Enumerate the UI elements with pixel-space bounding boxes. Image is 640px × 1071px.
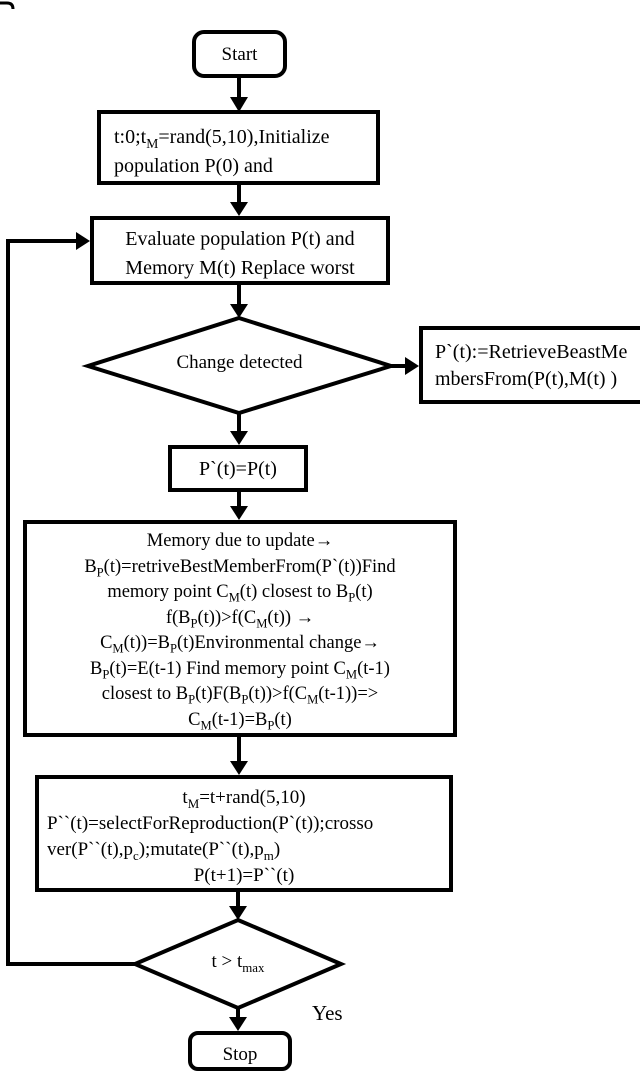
arrowhead-change-retrieve: [405, 357, 419, 375]
retrieve-line-2: mbersFrom(P(t),M(t) ): [435, 368, 618, 390]
arrowhead-reproduction-termination: [229, 906, 247, 920]
reproduction-line-3: ver(P``(t),pc);mutate(P``(t),pm): [47, 839, 281, 863]
arrowhead-start-init: [230, 97, 248, 112]
init-node: t:0;tM=rand(5,10),Initialize population …: [97, 110, 380, 185]
retrieve-line-1: P`(t):=RetrieveBeastMe: [435, 341, 628, 363]
memory-update-node: Memory due to update→ BP(t)=retriveBestM…: [23, 520, 457, 737]
cropped-corner-artifact: [0, 1, 15, 10]
assign-label: P`(t)=P(t): [199, 458, 277, 480]
retrieve-node: P`(t):=RetrieveBeastMe mbersFrom(P(t),M(…: [419, 326, 640, 404]
memory-line-1: Memory due to update→: [146, 531, 334, 551]
arrowhead-termination-stop: [229, 1017, 247, 1031]
evaluate-line-2: Memory M(t) Replace worst: [125, 257, 355, 279]
start-label: Start: [221, 44, 258, 65]
reproduction-line-2: P``(t)=selectForReproduction(P`(t));cros…: [47, 813, 374, 834]
arrowhead-memory-reproduction: [230, 761, 248, 775]
reproduction-node: tM=t+rand(5,10) P``(t)=selectForReproduc…: [35, 775, 453, 892]
memory-line-6: BP(t)=E(t-1) Find memory point CM(t-1): [90, 658, 390, 682]
arrowhead-assign-memory: [230, 506, 248, 520]
memory-line-8: CM(t-1)=BP(t): [188, 709, 292, 733]
arrowhead-init-evaluate: [230, 202, 248, 216]
init-line-1: t:0;tM=rand(5,10),Initialize: [114, 126, 330, 151]
loopback-line: [6, 239, 135, 966]
termination-decision-label: t > tmax: [211, 951, 265, 975]
memory-line-7: closest to BP(t)F(BP(t))>f(CM(t-1))=>: [101, 684, 379, 707]
reproduction-line-1: tM=t+rand(5,10): [182, 787, 306, 811]
start-node: Start: [192, 30, 287, 78]
yes-branch-label: Yes: [312, 1001, 343, 1025]
stop-label: Stop: [222, 1044, 258, 1065]
stop-node: Stop: [188, 1031, 292, 1071]
memory-line-3: memory point CM(t) closest to BP(t): [107, 582, 373, 605]
memory-line-4: f(BP(t))>f(CM(t)) →: [165, 607, 315, 631]
memory-line-2: BP(t)=retriveBestMemberFrom(P`(t))Find: [84, 556, 396, 580]
arrowhead-loopback-evaluate: [76, 232, 90, 250]
change-decision-label: Change detected: [176, 352, 303, 373]
memory-line-5: CM(t))=BP(t)Environmental change→: [100, 633, 380, 656]
init-line-2: population P(0) and: [114, 155, 273, 177]
reproduction-line-4: P(t+1)=P``(t): [193, 865, 295, 886]
evaluate-line-1: Evaluate population P(t) and: [125, 228, 355, 250]
arrowhead-evaluate-change: [230, 304, 248, 318]
arrowhead-change-assign: [230, 431, 248, 445]
evaluate-node: Evaluate population P(t) and Memory M(t)…: [90, 216, 390, 285]
assign-node: P`(t)=P(t): [168, 445, 308, 492]
